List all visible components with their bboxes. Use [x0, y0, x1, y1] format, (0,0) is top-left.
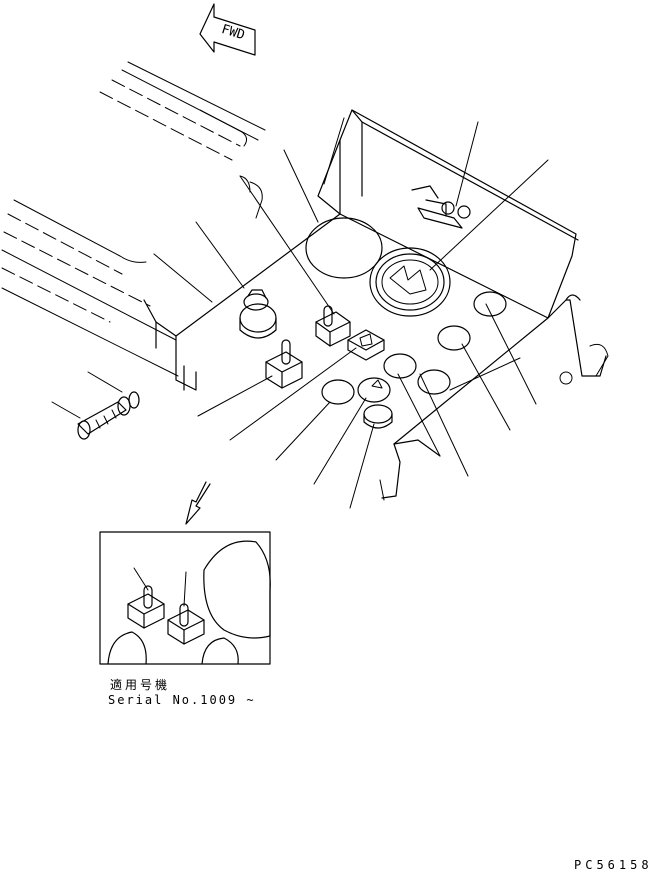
left-rail-lines — [1, 175, 263, 377]
fwd-arrow-icon: FWD — [199, 3, 256, 56]
toggle-switch-left — [265, 339, 303, 389]
inset-detail-view — [99, 531, 271, 665]
fwd-arrow-label: FWD — [220, 22, 247, 43]
warning-lamp — [357, 377, 391, 403]
hour-meter-gauge — [369, 247, 451, 317]
warning-lamp — [473, 291, 507, 317]
warning-lamp — [437, 325, 471, 351]
warning-lamp — [383, 353, 417, 379]
round-gauge-blank — [305, 217, 383, 279]
view-arrow-icon — [185, 481, 211, 525]
upper-rail-lines — [99, 61, 266, 161]
panel-side-plate — [143, 299, 177, 349]
serial-number-range: Serial No.1009 ~ — [108, 693, 256, 707]
indicator-lamp-square — [347, 329, 385, 361]
bolt-and-washer — [77, 391, 140, 440]
connector-plug — [411, 185, 471, 229]
drawing-code: PC56158 — [574, 858, 653, 872]
push-button — [363, 379, 393, 429]
applicable-serial-heading: 適用号機 — [110, 678, 171, 692]
warning-lamp — [417, 369, 451, 395]
dashboard-panel — [175, 109, 609, 501]
leader-lines — [51, 121, 549, 509]
key-switch — [239, 289, 277, 339]
warning-lamp — [321, 379, 355, 405]
